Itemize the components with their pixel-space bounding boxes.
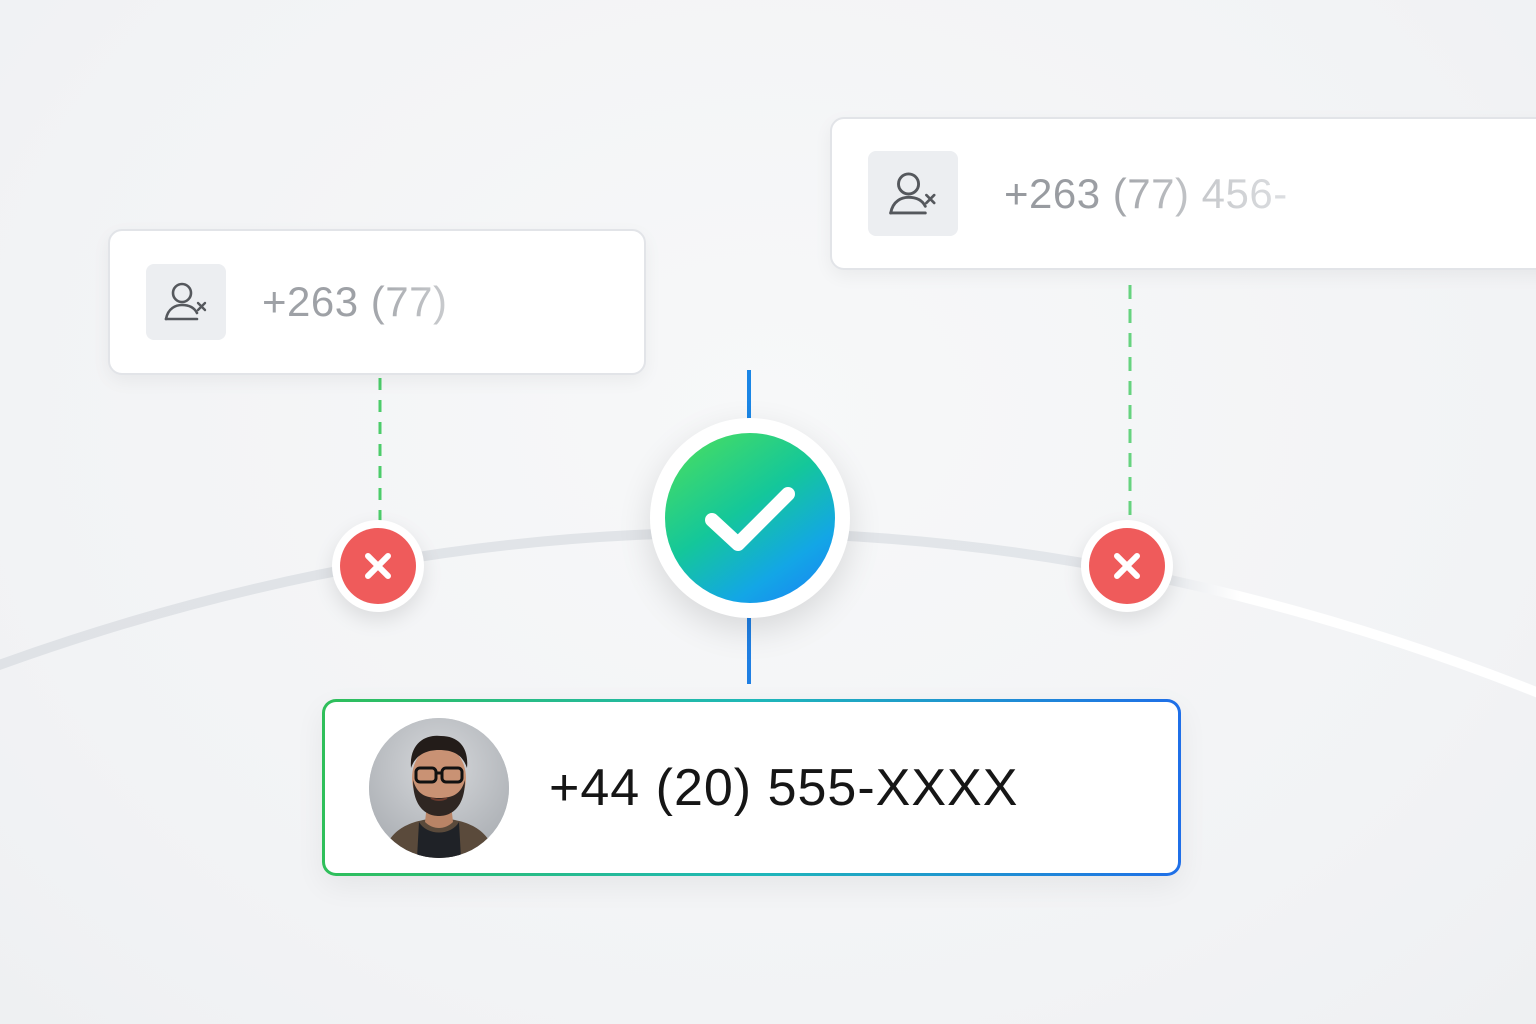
reject-badge-left (332, 520, 424, 612)
check-icon (665, 433, 835, 603)
candidate-number: +263 (77) 456- (1004, 169, 1288, 217)
close-icon (340, 528, 416, 604)
verified-badge (650, 418, 850, 618)
candidate-card-right[interactable]: +263 (77) 456- (830, 117, 1536, 270)
matched-contact-card[interactable]: +44 (20) 555-XXXX (322, 699, 1181, 876)
reject-badge-right (1081, 520, 1173, 612)
close-icon (1089, 528, 1165, 604)
candidate-card-left[interactable]: +263 (77) (108, 229, 646, 375)
avatar (369, 717, 509, 858)
user-x-icon (146, 264, 226, 340)
candidate-number: +263 (77) (262, 278, 448, 325)
matched-number: +44 (20) 555-XXXX (549, 758, 1019, 817)
user-x-icon (868, 151, 958, 236)
